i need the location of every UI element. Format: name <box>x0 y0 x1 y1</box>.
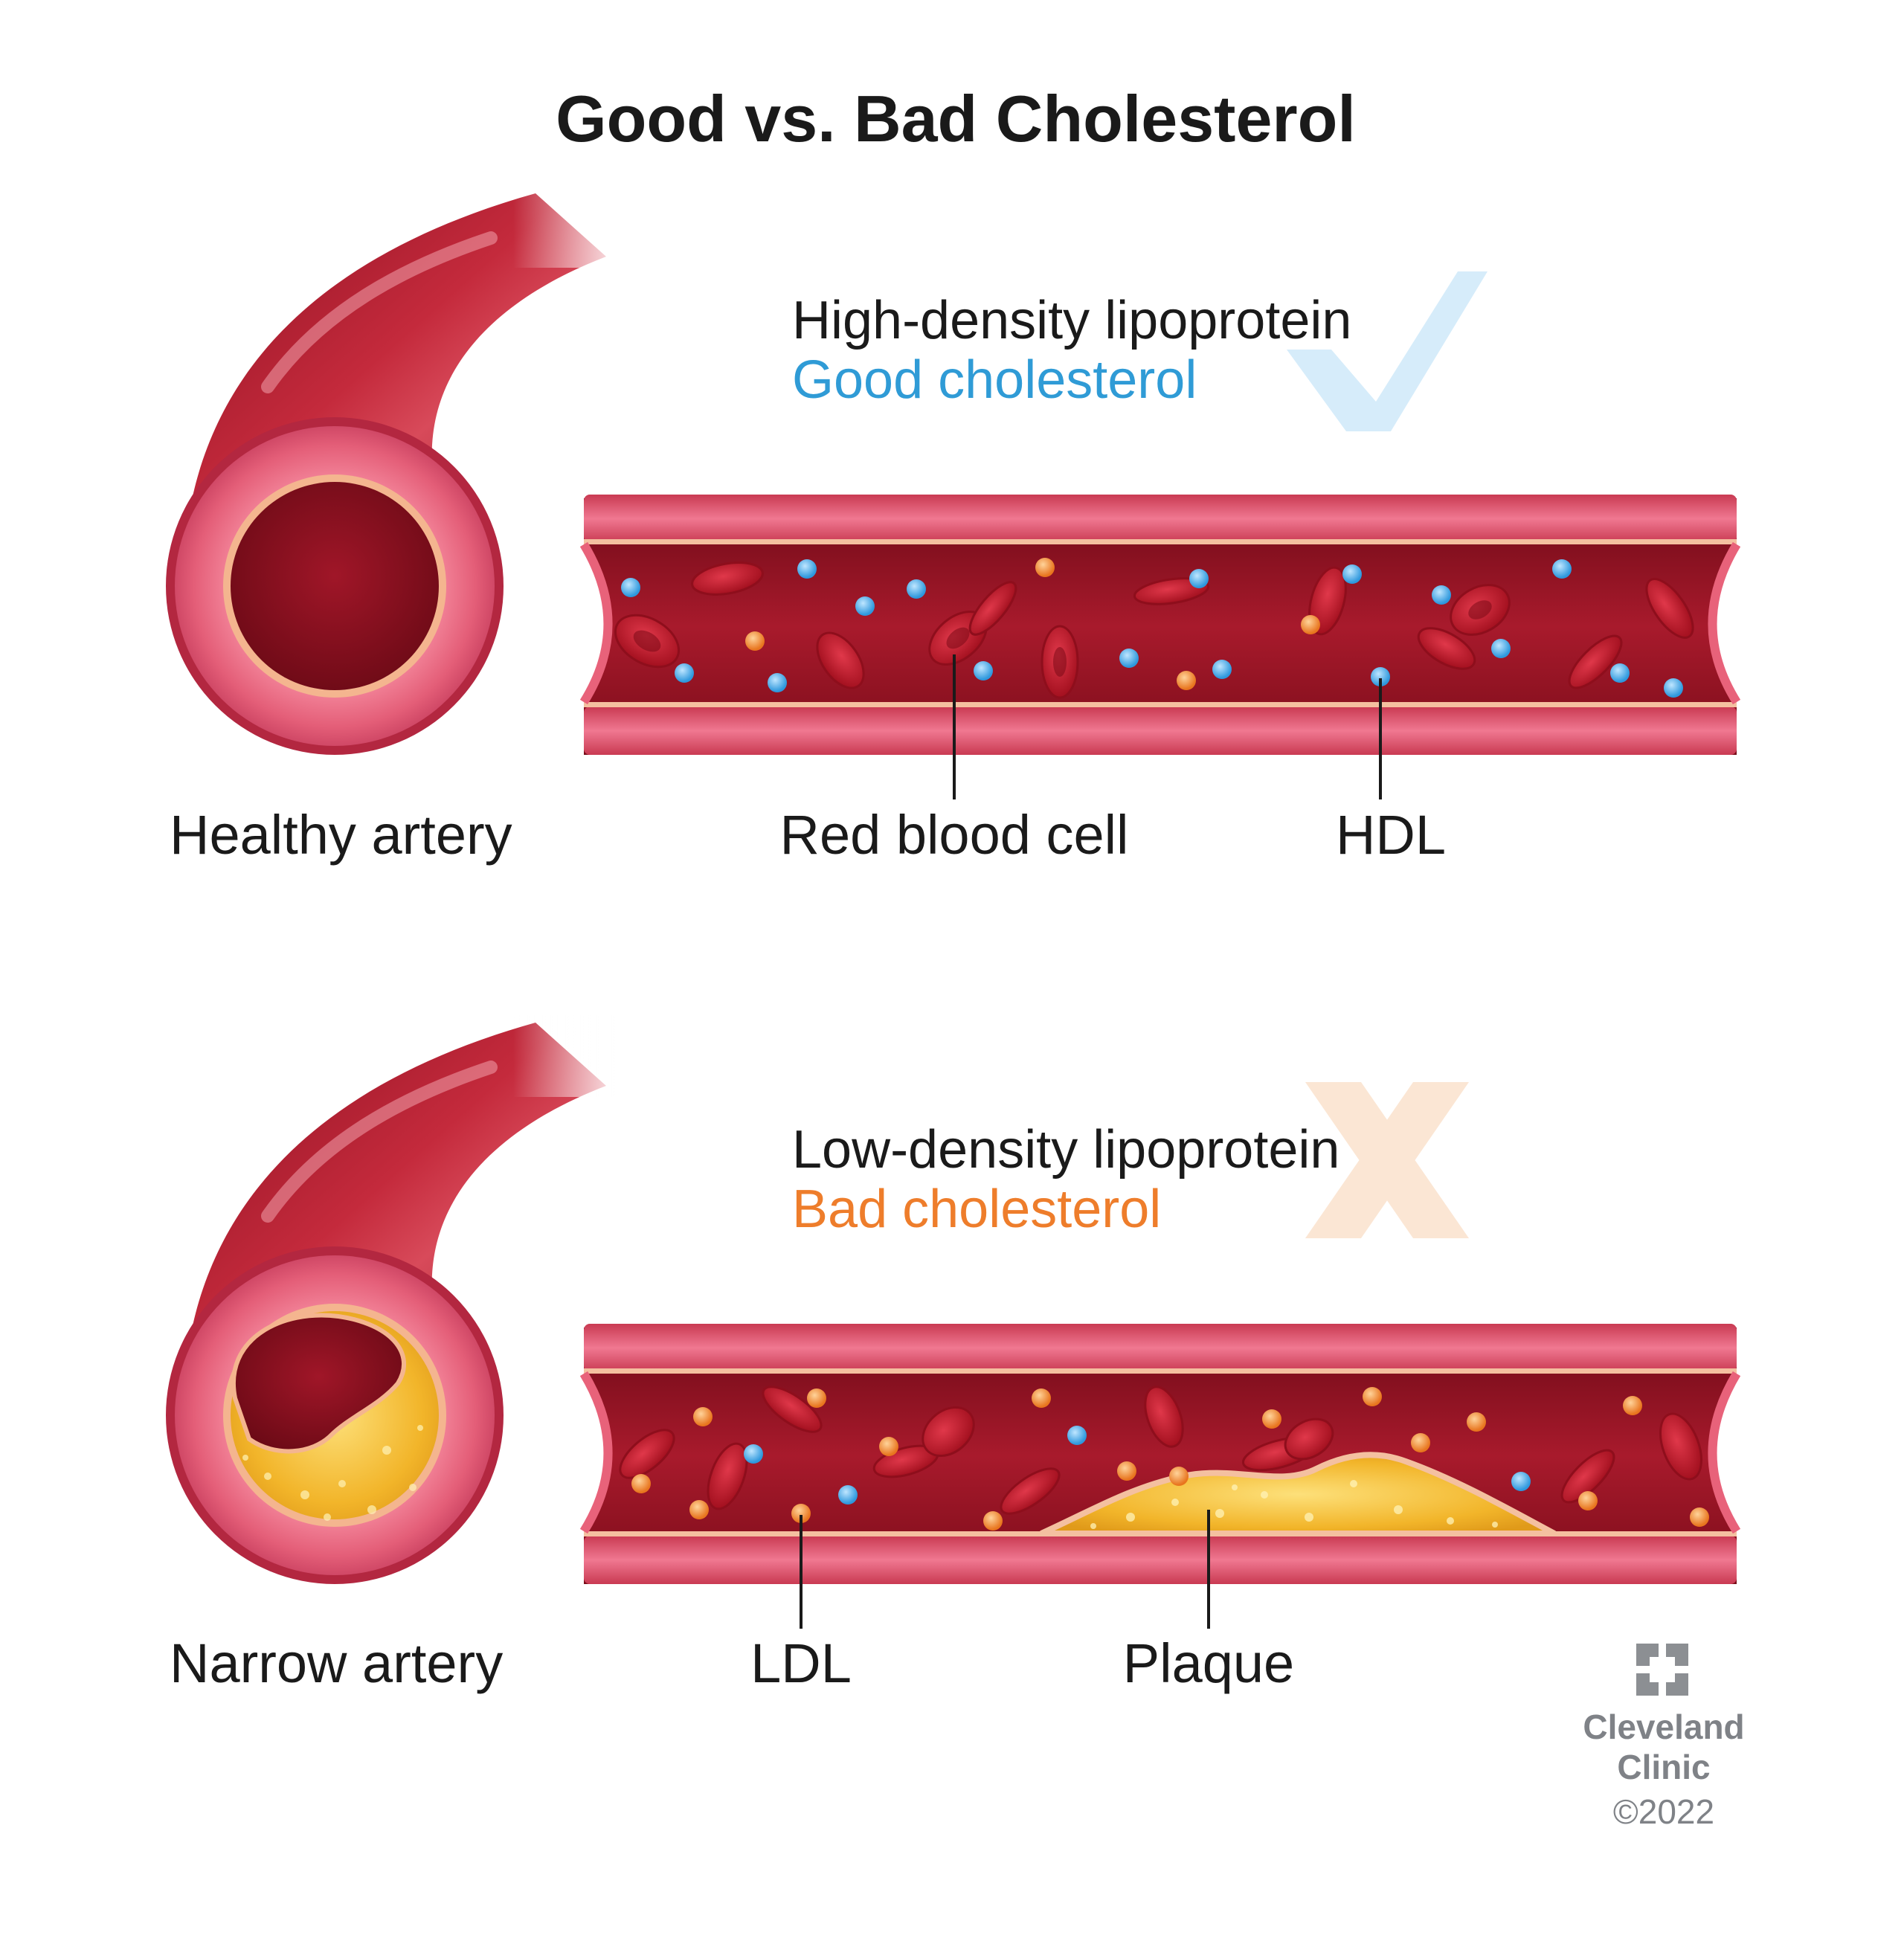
hdl-label: HDL <box>1336 804 1446 866</box>
brand-block: Cleveland Clinic ©2022 <box>1583 1644 1745 1831</box>
ldl-label: LDL <box>750 1632 852 1694</box>
healthy-vessel-section <box>579 495 1741 755</box>
brand-name-line1: Cleveland <box>1583 1708 1744 1746</box>
narrow-artery-illustration <box>166 1015 617 1584</box>
plaque-label: Plaque <box>1123 1632 1294 1694</box>
red-blood-cell-label: Red blood cell <box>780 804 1129 866</box>
x-mark-icon <box>1305 1082 1469 1238</box>
top-panel: High-density lipoprotein Good cholestero… <box>166 186 1741 866</box>
narrow-artery-label: Narrow artery <box>170 1632 503 1694</box>
page-title: Good vs. Bad Cholesterol <box>556 82 1356 155</box>
bottom-panel: Low-density lipoprotein Bad cholesterol <box>166 1015 1741 1694</box>
ldl-subheading: Bad cholesterol <box>792 1180 1161 1239</box>
healthy-artery-illustration <box>166 186 617 755</box>
hdl-subheading: Good cholesterol <box>792 350 1197 410</box>
hdl-heading: High-density lipoprotein <box>792 291 1351 350</box>
plaque-deposit <box>1040 1452 1556 1536</box>
copyright: ©2022 <box>1613 1792 1714 1831</box>
narrow-vessel-section <box>579 1324 1741 1584</box>
ldl-heading: Low-density lipoprotein <box>792 1120 1339 1180</box>
brand-name-line2: Clinic <box>1617 1748 1710 1786</box>
cleveland-clinic-logo-icon <box>1636 1644 1688 1696</box>
healthy-artery-label: Healthy artery <box>170 804 512 866</box>
check-mark-icon <box>1287 271 1488 431</box>
